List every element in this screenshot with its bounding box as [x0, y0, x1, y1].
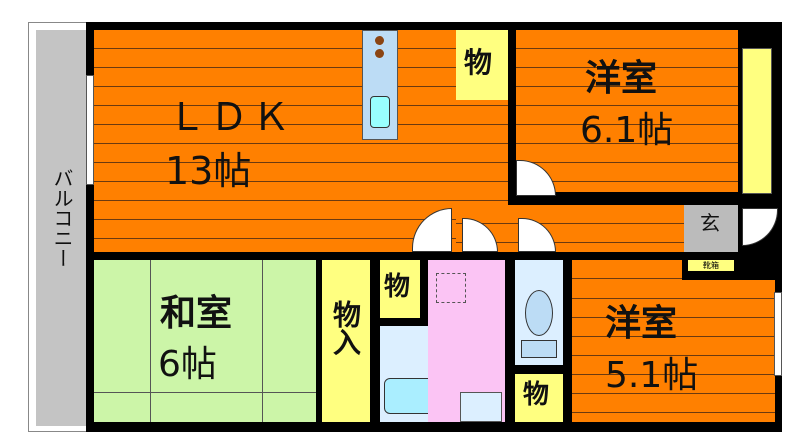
- room-western-5-main: [572, 280, 775, 422]
- washer-pan-icon: [436, 273, 466, 303]
- balcony: バルコニー: [36, 30, 88, 426]
- closet: 物: [456, 30, 508, 100]
- western2-name: 洋室: [605, 303, 678, 344]
- closet: 物: [515, 374, 563, 422]
- entrance-label: 玄: [700, 211, 720, 235]
- japanese-name: 和室: [160, 293, 233, 334]
- room-western-6: [516, 30, 738, 192]
- toilet-icon: [525, 290, 553, 336]
- japanese-size: 6帖: [158, 344, 217, 385]
- window: [774, 292, 782, 376]
- sink-icon: [370, 96, 390, 128]
- window: [86, 75, 94, 185]
- entrance: 玄: [684, 205, 738, 252]
- ldk-size: 13帖: [165, 149, 252, 193]
- balcony-label: バルコニー: [50, 168, 74, 268]
- western2-size: 5.1帖: [605, 355, 699, 396]
- washbasin-icon: [460, 392, 502, 422]
- western1-size: 6.1帖: [580, 110, 674, 151]
- shoebox: 靴箱: [688, 260, 734, 271]
- room-japanese: [94, 260, 316, 422]
- stove-burner-icon: [375, 36, 384, 45]
- window-box: [742, 48, 772, 194]
- closet-label: 物: [523, 380, 550, 410]
- ldk-name: ＬＤＫ: [168, 95, 295, 139]
- closet-label: 物: [464, 46, 493, 79]
- kitchen-counter: [362, 30, 398, 140]
- toilet-tank-icon: [521, 340, 557, 358]
- stove-burner-icon: [375, 49, 384, 58]
- closet: 物: [380, 260, 420, 318]
- toilet: [515, 260, 563, 365]
- oshiire-closet: 物入: [322, 260, 370, 422]
- western1-name: 洋室: [585, 58, 658, 99]
- oshiire-label: 物入: [329, 300, 362, 356]
- closet-label: 物: [384, 272, 411, 302]
